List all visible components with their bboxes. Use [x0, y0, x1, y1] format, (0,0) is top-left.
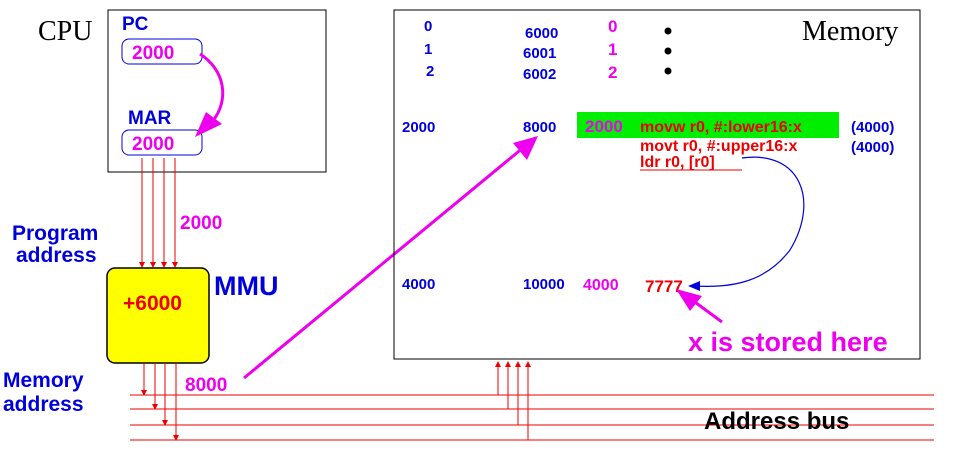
cpu-box — [107, 9, 327, 173]
memory-box — [393, 9, 921, 360]
program-address-value: 2000 — [180, 213, 222, 234]
data-virtual-address: 4000 — [402, 276, 435, 293]
code-content: 2000 — [585, 117, 623, 136]
bus-to-memory-lines — [497, 366, 529, 440]
code-highlight — [577, 112, 839, 138]
top-row-virtual: 2 — [426, 63, 434, 80]
memory-address-value: 8000 — [185, 375, 227, 396]
ellipsis-dots — [664, 27, 672, 75]
instruction-movw-note: (4000) — [851, 119, 894, 136]
code-virtual-address: 2000 — [402, 119, 435, 136]
top-row-physical: 6001 — [523, 45, 556, 62]
mar-label: MAR — [128, 108, 172, 129]
top-row-virtual: 1 — [424, 41, 432, 58]
memory-label: Memory — [802, 16, 898, 47]
load-curve — [694, 156, 805, 287]
mmu-box — [106, 267, 210, 364]
pc-label: PC — [122, 14, 149, 35]
annotation-text: x is stored here — [688, 327, 888, 357]
top-row-virtual: 0 — [424, 18, 432, 35]
data-content: 4000 — [583, 277, 619, 294]
memory-top-rows: 0 6000 0 1 6001 1 2 6002 2 — [424, 17, 617, 83]
mar-register — [121, 129, 203, 156]
instruction-movw: movw r0, #:lower16:x — [640, 119, 802, 136]
translation-arrowhead — [513, 136, 538, 160]
top-row-content: 0 — [608, 17, 617, 36]
variable-x-value: 7777 — [645, 277, 683, 296]
instruction-movt: movt r0, #:upper16:x — [640, 138, 797, 155]
mar-value: 2000 — [132, 134, 174, 155]
code-physical-address: 8000 — [523, 119, 556, 136]
program-address-arrowheads — [139, 262, 178, 268]
memory-address-label-line2: address — [3, 393, 84, 416]
instruction-movt-note: (4000) — [851, 139, 894, 156]
annotation-arrowhead — [676, 289, 702, 311]
program-address-label-line1: Program — [12, 222, 98, 245]
mmu-label: MMU — [214, 271, 278, 301]
address-bus-lines — [130, 394, 934, 441]
instruction-ldr: ldr r0, [r0] — [640, 154, 715, 171]
program-address-label-line2: address — [16, 244, 97, 267]
memory-address-arrowheads — [141, 390, 179, 441]
top-row-content: 1 — [608, 40, 617, 59]
pc-to-mar-arrowhead — [195, 112, 222, 137]
data-physical-address: 10000 — [523, 276, 565, 293]
top-row-physical: 6000 — [525, 25, 558, 42]
memory-address-label-line1: Memory — [3, 369, 84, 392]
address-bus-label: Address bus — [704, 408, 849, 435]
bus-to-memory-arrowheads — [495, 361, 531, 367]
top-row-content: 2 — [608, 63, 617, 82]
cpu-label: CPU — [38, 16, 92, 47]
load-curve-arrowhead — [688, 281, 700, 291]
pc-to-mar-arrow — [199, 52, 225, 123]
pc-value: 2000 — [132, 43, 174, 64]
top-row-physical: 6002 — [523, 66, 556, 83]
pc-register — [121, 38, 203, 65]
program-address-lines — [141, 158, 176, 264]
translation-arrow — [243, 145, 525, 380]
mmu-offset: +6000 — [123, 292, 182, 315]
memory-address-lines — [143, 363, 177, 437]
